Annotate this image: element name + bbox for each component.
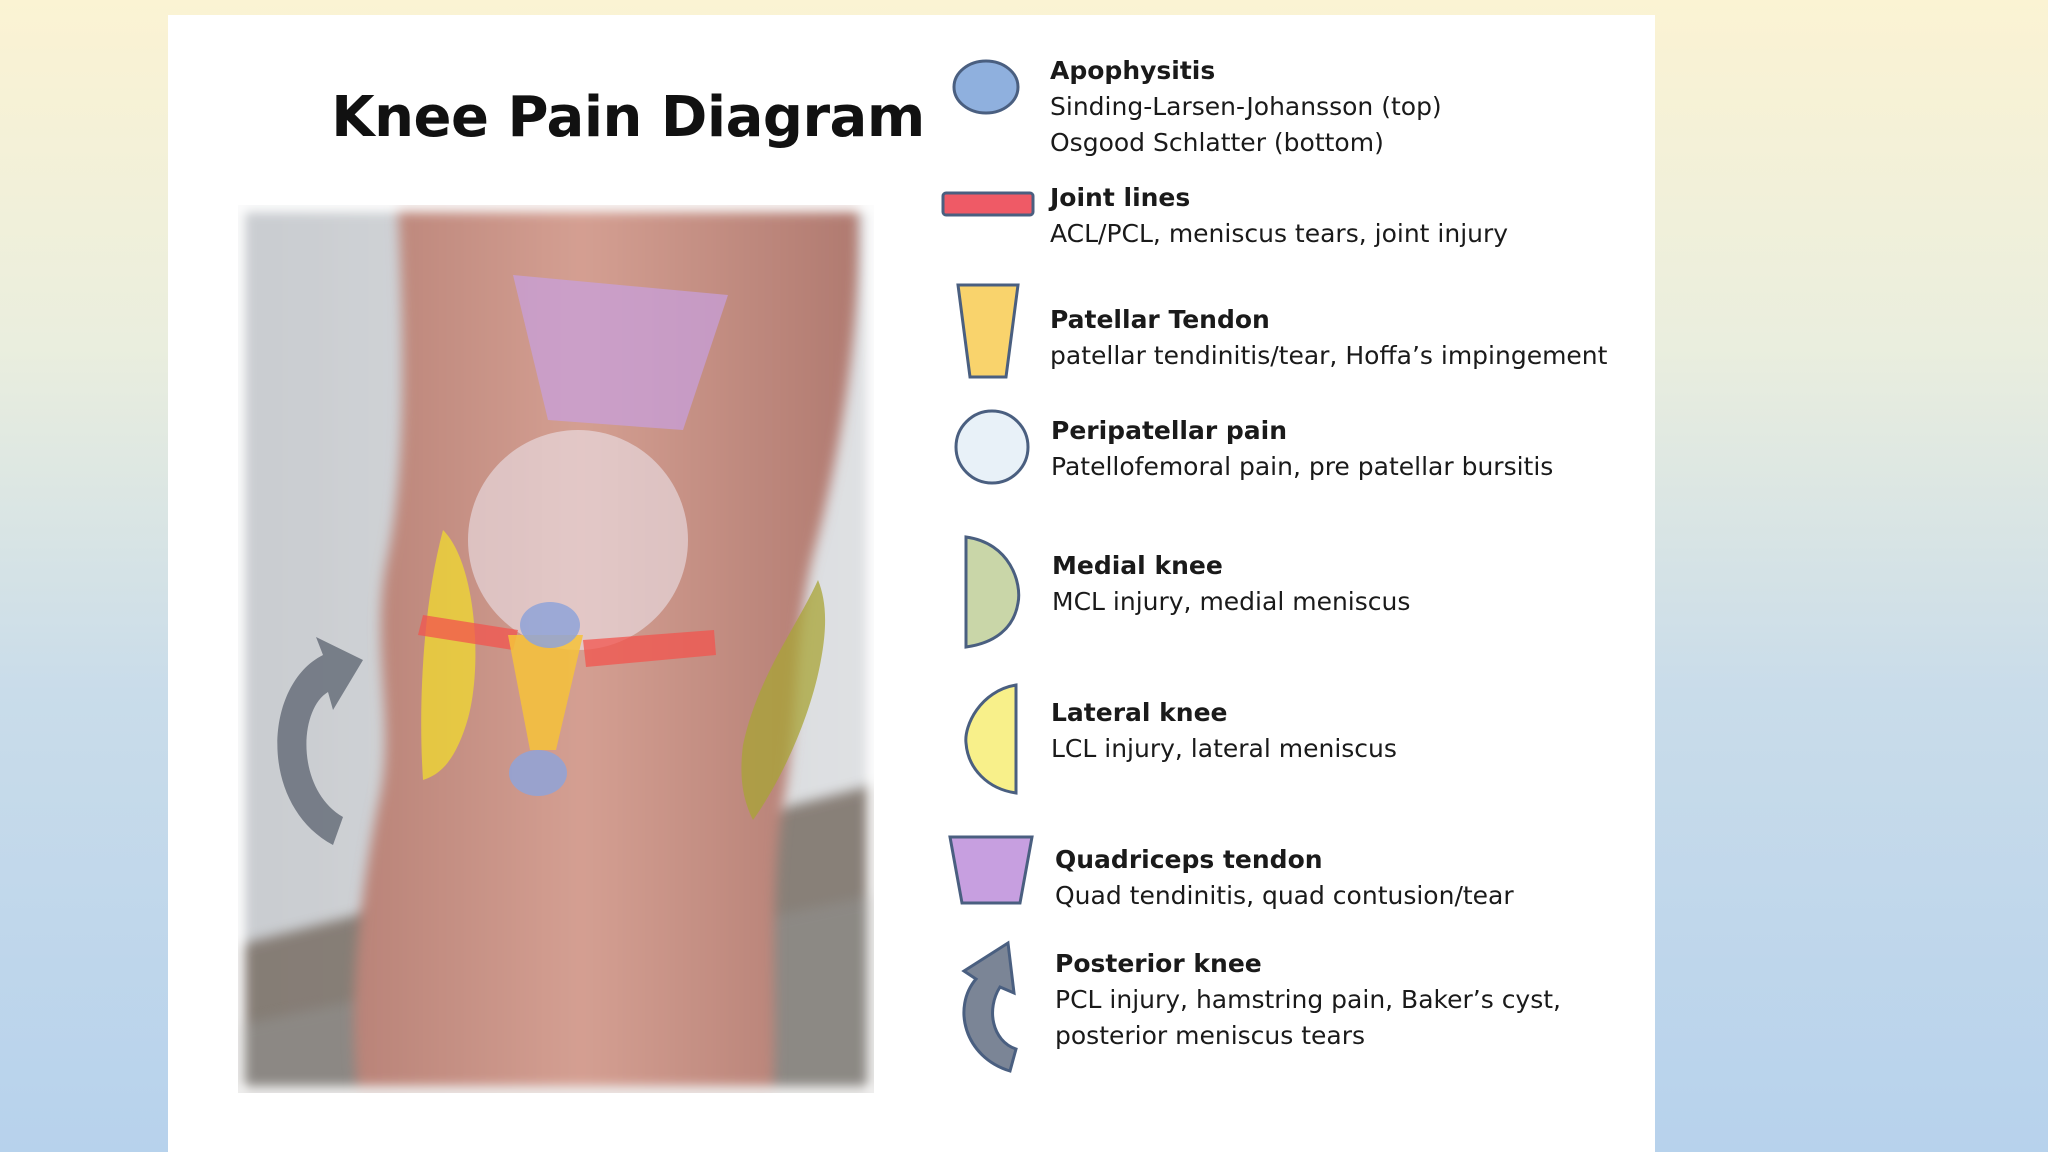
legend-entry-quadriceps-tendon: Quadriceps tendon Quad tendinitis, quad … [1055,842,1514,914]
zone-apophysitis-top [520,602,580,648]
lateral-knee-legend-icon [960,681,1022,802]
oval-icon [952,59,1020,115]
peripatellar-legend-icon [952,407,1032,492]
legend-desc: Patellofemoral pain, pre patellar bursit… [1051,452,1554,481]
joint-lines-legend-icon [940,187,1036,226]
legend-name: Medial knee [1052,551,1223,580]
legend-desc: Sinding-Larsen-Johansson (top) [1050,92,1442,121]
zone-patellar-tendon [508,635,583,750]
legend-name: Apophysitis [1050,56,1216,85]
legend-entry-apophysitis: Apophysitis Sinding-Larsen-Johansson (to… [1050,53,1442,161]
legend-desc: posterior meniscus tears [1055,1021,1366,1050]
slide: Knee Pain Diagram [168,15,1655,1152]
legend-name: Patellar Tendon [1050,305,1270,334]
patellar-tendon-legend-icon [954,281,1022,386]
zone-peripatellar [468,430,688,650]
legend-name: Posterior knee [1055,949,1262,978]
legend-desc: MCL injury, medial meniscus [1052,587,1411,616]
page-title: Knee Pain Diagram [331,85,925,150]
posterior-knee-legend-icon [954,937,1026,1080]
legend-entry-peripatellar: Peripatellar pain Patellofemoral pain, p… [1051,413,1553,485]
legend-desc: Osgood Schlatter (bottom) [1050,128,1384,157]
zone-joint-line-left [418,615,518,650]
zone-quadriceps-tendon [513,275,728,430]
legend-entry-joint-lines: Joint lines ACL/PCL, meniscus tears, joi… [1050,180,1508,252]
apophysitis-legend-icon [950,57,1022,122]
legend-desc: LCL injury, lateral meniscus [1051,734,1397,763]
curved-arrow-icon [961,940,1018,1073]
bar-icon [941,191,1035,217]
zone-lateral-knee [741,580,826,820]
zone-medial-knee [421,530,476,780]
legend-name: Lateral knee [1051,698,1228,727]
legend-name: Peripatellar pain [1051,416,1288,445]
knee-photo [238,205,874,1093]
trapezoid-icon [948,835,1034,905]
legend-entry-posterior-knee: Posterior knee PCL injury, hamstring pai… [1055,946,1561,1054]
quadriceps-tendon-legend-icon [946,833,1036,912]
legend-entry-lateral-knee: Lateral knee LCL injury, lateral meniscu… [1051,695,1397,767]
circle-icon [954,409,1030,485]
legend-entry-patellar-tendon: Patellar Tendon patellar tendinitis/tear… [1050,302,1607,374]
medial-knee-legend-icon [960,533,1022,656]
zone-posterior-knee-arrow [277,637,363,845]
tapered-trapezoid-icon [956,283,1020,379]
half-oval-left-icon [964,683,1018,795]
legend-desc: PCL injury, hamstring pain, Baker’s cyst… [1055,985,1562,1014]
zone-apophysitis-bottom [509,750,567,796]
half-oval-right-icon [964,535,1021,649]
zone-joint-line-right [583,630,716,667]
legend-name: Joint lines [1050,183,1191,212]
legend-desc: Quad tendinitis, quad contusion/tear [1055,881,1514,910]
legend-name: Quadriceps tendon [1055,845,1323,874]
legend-desc: patellar tendinitis/tear, Hoffa’s imping… [1050,341,1608,370]
legend-desc: ACL/PCL, meniscus tears, joint injury [1050,219,1509,248]
legend-entry-medial-knee: Medial knee MCL injury, medial meniscus [1052,548,1410,620]
